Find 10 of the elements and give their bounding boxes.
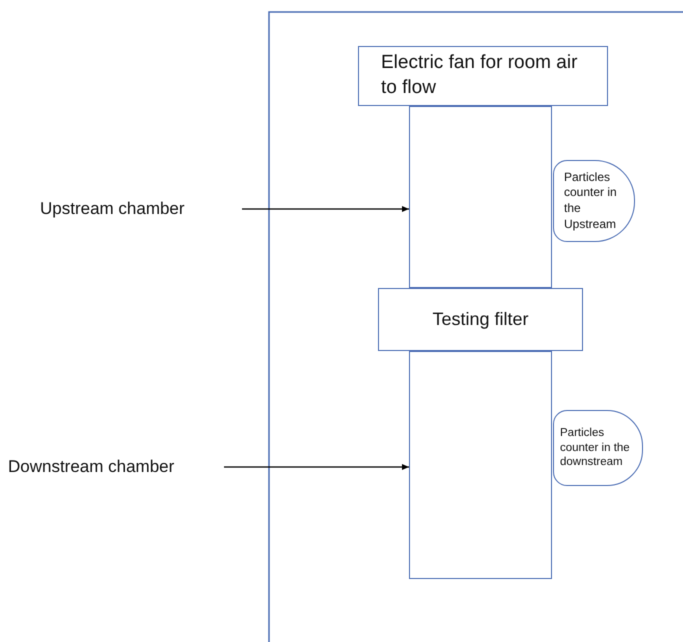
- chamber-box: [409, 106, 552, 288]
- counter-box: Particles counter in the Upstream: [553, 160, 635, 242]
- chamber-label: Upstream chamber: [40, 196, 240, 222]
- filter-box: Testing filter: [378, 288, 583, 351]
- counter-box: Particles counter in the downstream: [553, 410, 643, 486]
- arrow: [242, 206, 409, 212]
- chamber-label: Downstream chamber: [8, 454, 222, 480]
- chamber-box: [409, 351, 552, 579]
- arrow: [224, 464, 409, 470]
- fan-box: Electric fan for room air to flow: [358, 46, 608, 106]
